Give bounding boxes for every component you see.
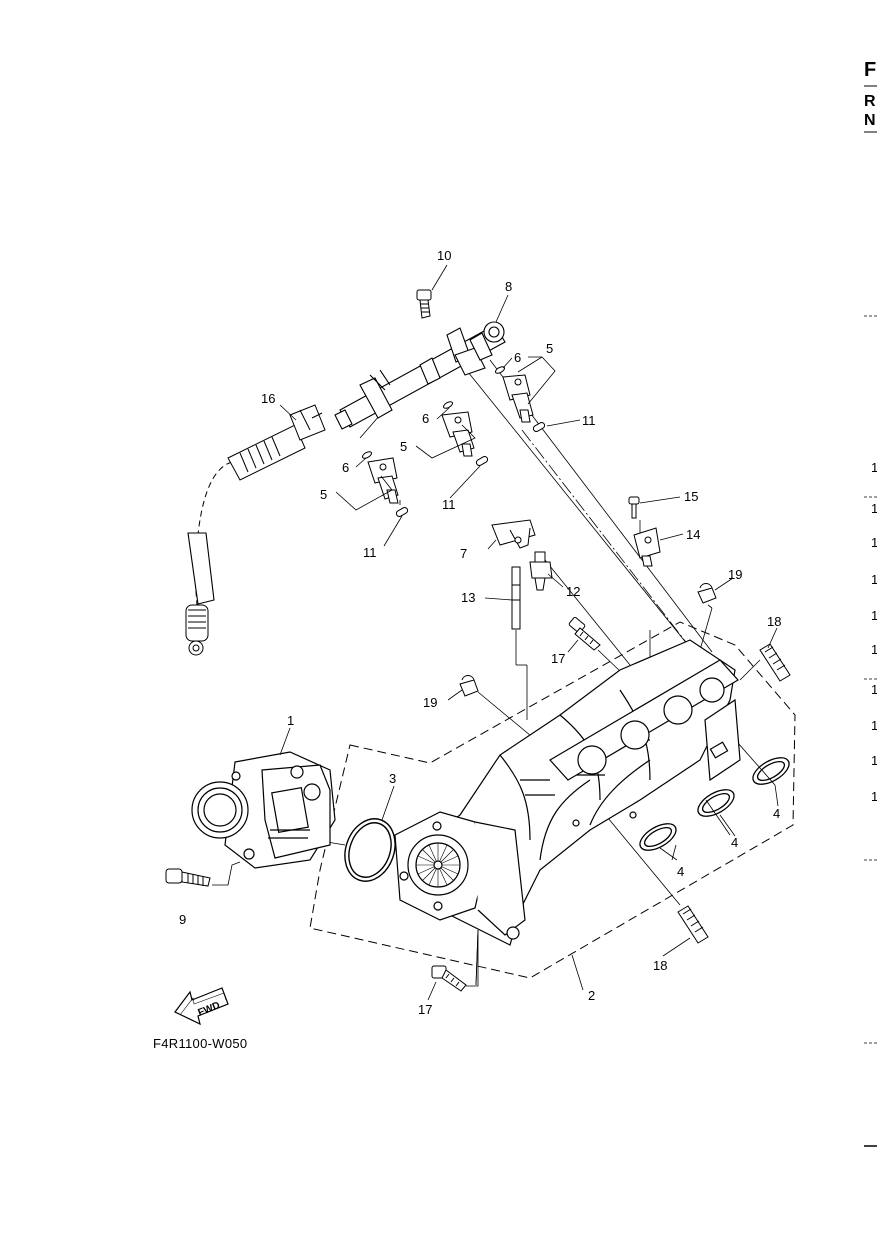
callout-label: 13 <box>461 590 475 605</box>
page-edge-digits: 1 1 1 1 1 1 1 1 1 1 <box>871 460 877 804</box>
edge-digit: 1 <box>871 789 877 804</box>
edge-digit: 1 <box>871 460 877 475</box>
bolt-10 <box>416 289 432 319</box>
injector-5-c <box>367 457 399 504</box>
manifold-inlet <box>394 811 526 940</box>
injector-5-b <box>441 411 475 457</box>
callout-label: 6 <box>422 411 429 426</box>
bolt-9 <box>165 868 211 887</box>
callout-label: 4 <box>677 864 684 879</box>
callout-label: 9 <box>179 912 186 927</box>
callout-label: 12 <box>566 584 580 599</box>
grommets-11 <box>395 422 546 517</box>
callout-label: 7 <box>460 546 467 561</box>
callout-label: 5 <box>546 341 553 356</box>
callout-labels: 10 8 6 5 16 11 6 5 6 5 11 11 15 14 7 12 … <box>179 248 781 1017</box>
edge-digit: 1 <box>871 572 877 587</box>
edge-digit: 1 <box>871 608 877 623</box>
page-edge-header: F R N <box>864 59 877 1147</box>
callout-label: 11 <box>442 497 456 512</box>
callout-label: 11 <box>363 545 377 560</box>
edge-digit: 1 <box>871 718 877 733</box>
edge-digit: 1 <box>871 535 877 550</box>
stud-18-lower <box>677 905 709 944</box>
callout-label: 1 <box>287 713 294 728</box>
callout-label: 3 <box>389 771 396 786</box>
callout-label: 8 <box>505 279 512 294</box>
callout-label: 15 <box>684 489 698 504</box>
callout-label: 19 <box>728 567 742 582</box>
edge-letter-n: N <box>864 112 876 129</box>
callout-label: 11 <box>582 413 596 428</box>
edge-digit: 1 <box>871 753 877 768</box>
sensor-14 <box>633 527 661 567</box>
callout-label: 5 <box>320 487 327 502</box>
gaskets-4 <box>639 757 790 851</box>
throttle-body-1 <box>191 751 336 869</box>
injector-5-a <box>502 374 534 423</box>
callout-label: 16 <box>261 391 275 406</box>
callout-label: 6 <box>514 350 521 365</box>
edge-letter-r: R <box>864 93 876 110</box>
edge-digit: 1 <box>871 501 877 516</box>
callout-label: 4 <box>773 806 780 821</box>
edge-digit: 1 <box>871 642 877 657</box>
edge-digit: 1 <box>871 682 877 697</box>
nut-19-a <box>697 583 717 604</box>
stud-18-upper <box>759 643 791 682</box>
callout-label: 19 <box>423 695 437 710</box>
o-ring-3 <box>344 818 396 882</box>
figure-code: F4R1100-W050 <box>153 1036 247 1051</box>
sensor-7 <box>491 519 536 549</box>
edge-letter-f: F <box>864 59 876 81</box>
sensor-12 <box>529 551 553 591</box>
pipe-13 <box>511 566 521 630</box>
callout-label: 5 <box>400 439 407 454</box>
bolt-17-lower <box>431 965 467 992</box>
callout-label: 14 <box>686 527 700 542</box>
fuel-hose-16 <box>185 404 326 656</box>
fwd-arrow-icon: FWD <box>174 987 229 1026</box>
callout-label: 4 <box>731 835 738 850</box>
callout-label: 10 <box>437 248 451 263</box>
callout-leaders <box>279 264 779 1001</box>
callout-label: 18 <box>653 958 667 973</box>
callout-label: 17 <box>551 651 565 666</box>
callout-label: 17 <box>418 1002 432 1017</box>
nut-19-b <box>459 675 479 697</box>
bolt-17-upper <box>568 616 601 651</box>
fuel-rail-8 <box>334 321 506 430</box>
callout-label: 6 <box>342 460 349 475</box>
manifold-assembly-boundary <box>309 621 796 979</box>
o-rings-6 <box>361 366 506 459</box>
callout-label: 2 <box>588 988 595 1003</box>
callout-label: 18 <box>767 614 781 629</box>
bolt-15 <box>628 496 640 519</box>
